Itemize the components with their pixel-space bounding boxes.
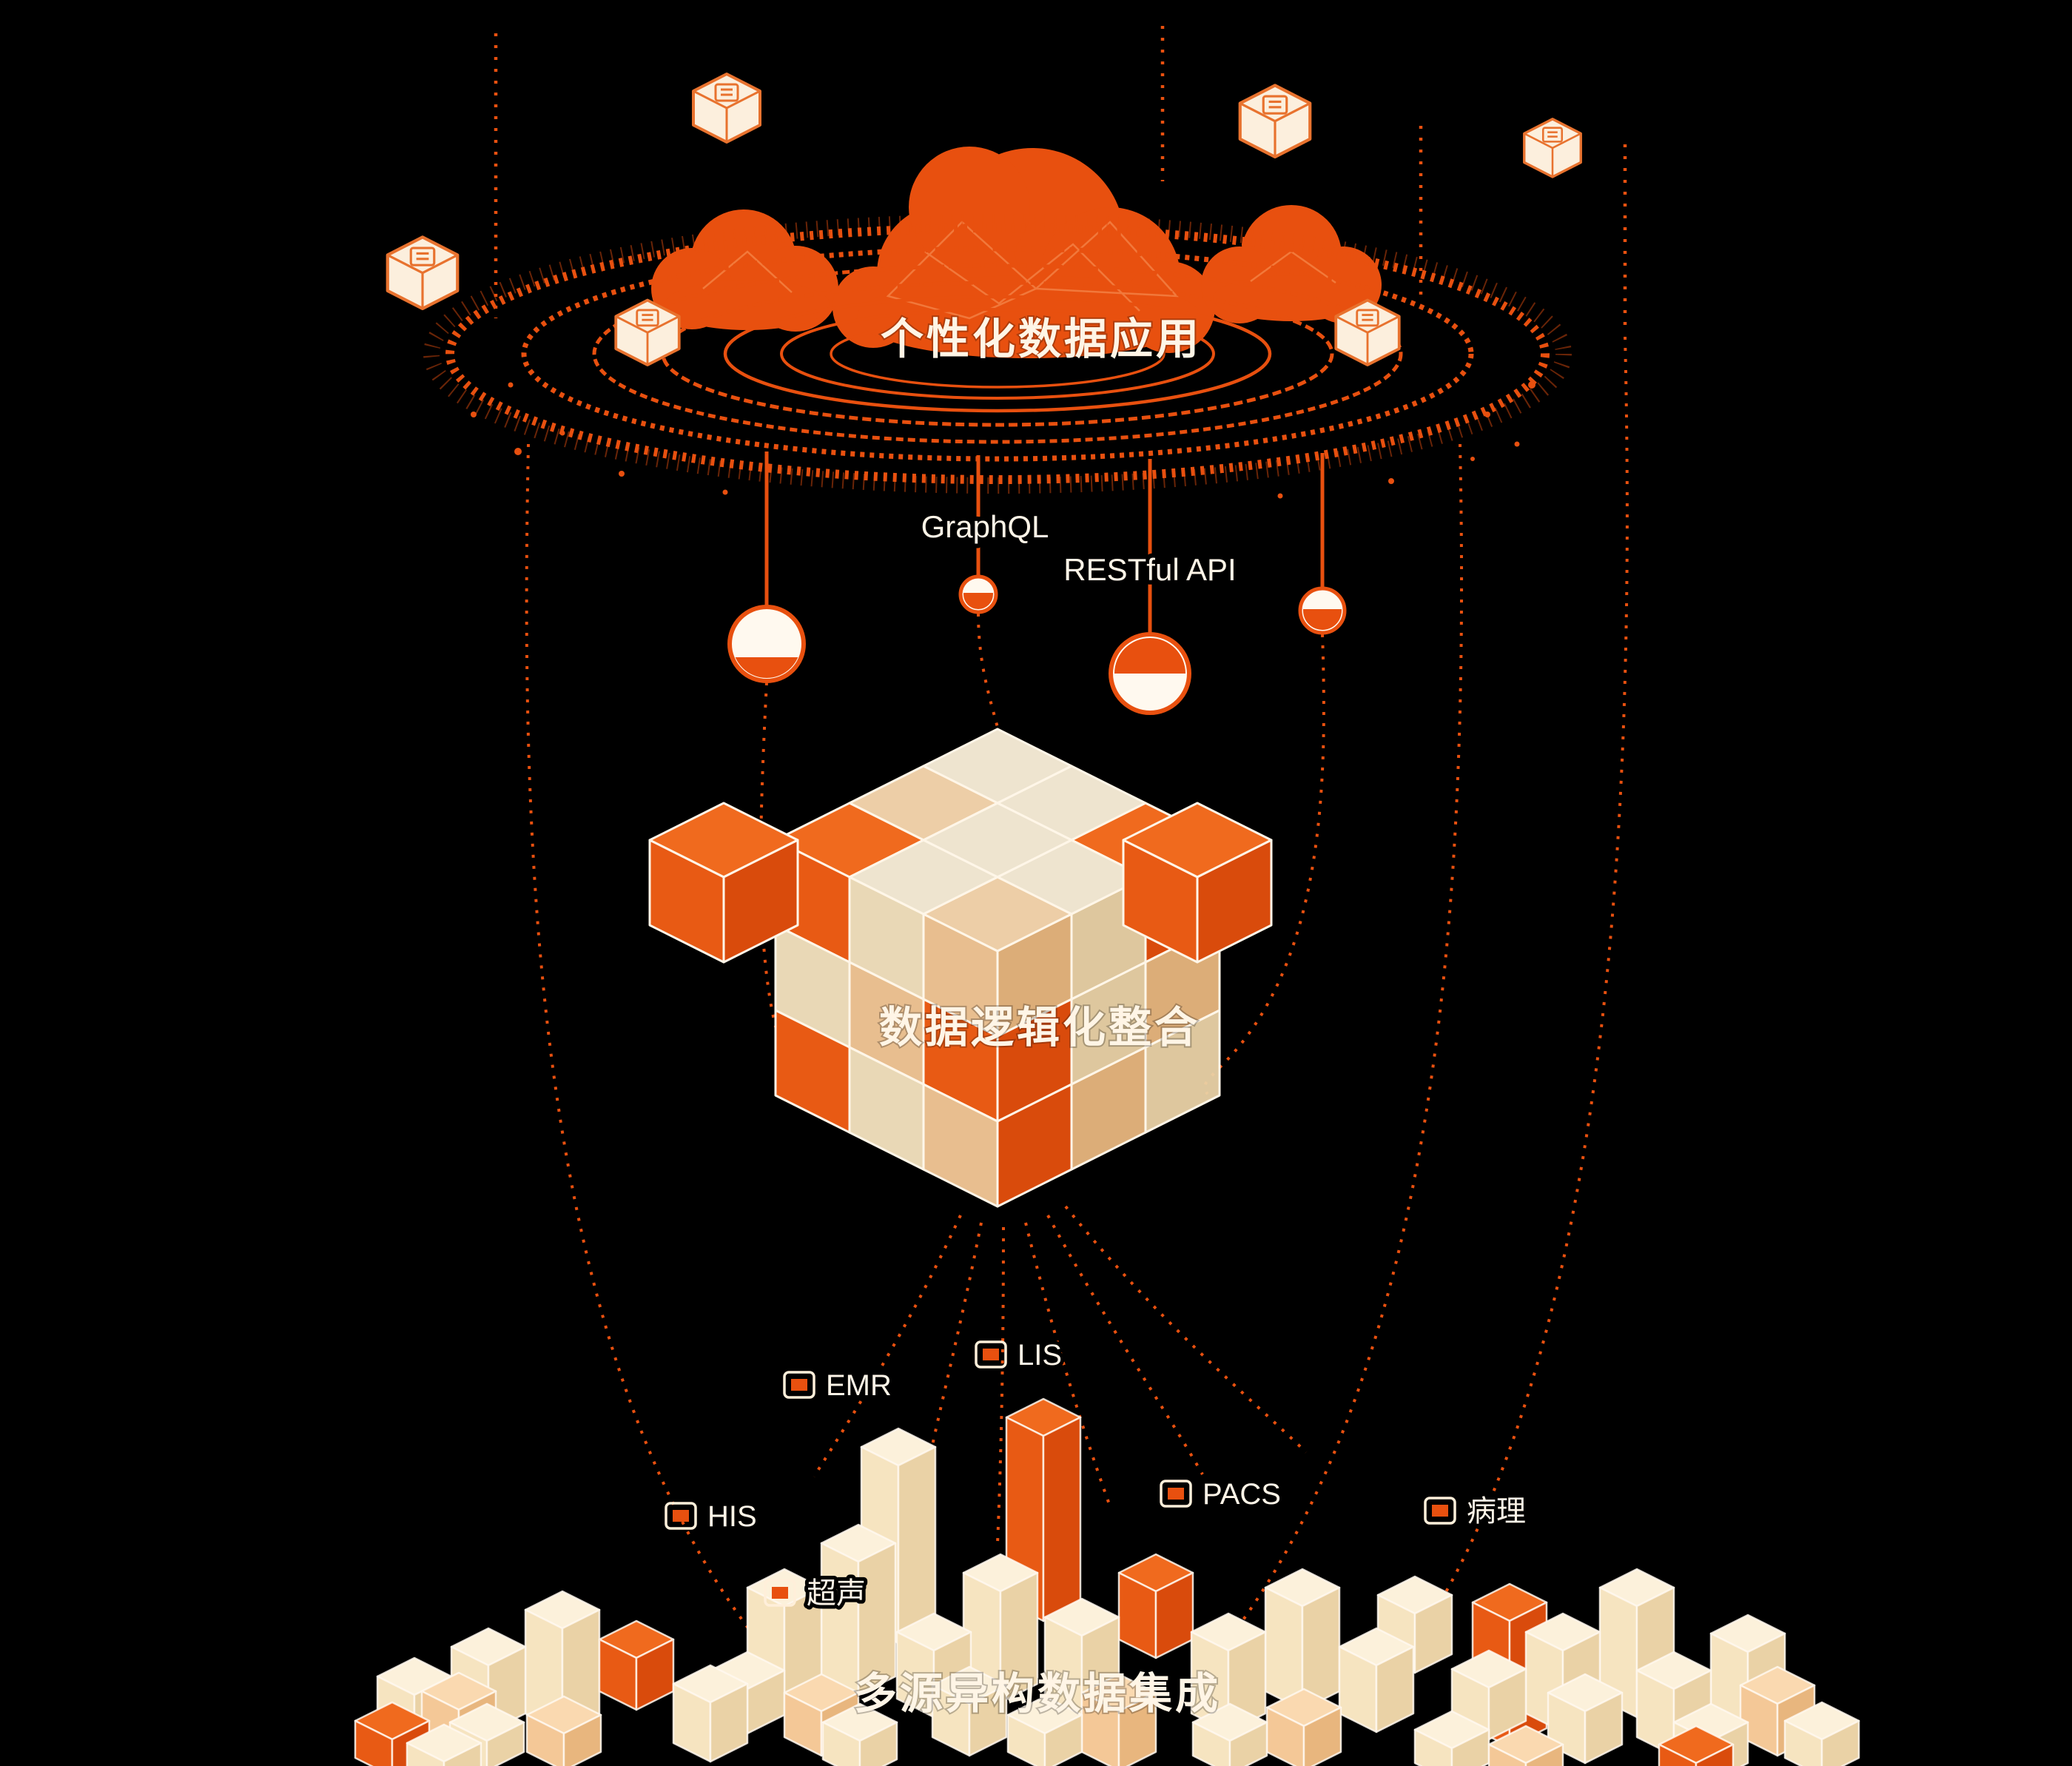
top-dotted-lines — [494, 26, 1627, 329]
tag-pacs: PACS — [1160, 1474, 1285, 1514]
city-bar — [1783, 1701, 1860, 1766]
isometric-cube-icon — [388, 237, 458, 309]
top-title: 个性化数据应用 — [881, 315, 1202, 363]
isometric-cube-icon — [1240, 85, 1311, 157]
window-chip-icon — [783, 1371, 815, 1399]
tag-lis: LIS — [975, 1335, 1066, 1375]
dashed-connectors — [525, 336, 1629, 1656]
city-bar — [1265, 1688, 1342, 1766]
isometric-cube-icon — [1523, 118, 1582, 178]
city-bar — [1080, 1673, 1157, 1766]
city-bar — [406, 1723, 482, 1766]
tag-label: LIS — [1018, 1339, 1062, 1371]
api-node-sphere-icon — [958, 574, 998, 614]
city-bar — [821, 1702, 898, 1766]
api-pendants — [727, 451, 1347, 715]
data-cube — [648, 728, 1273, 1208]
city-bar — [1658, 1725, 1735, 1766]
orbit-rings — [423, 214, 1572, 494]
city-bar — [1487, 1725, 1564, 1766]
city-bar — [962, 1553, 1039, 1704]
city — [354, 1397, 1860, 1766]
city-bar — [1006, 1695, 1083, 1766]
graphql-label: GraphQL — [921, 509, 1049, 544]
data-cube-exploded-cube — [648, 802, 799, 964]
tag-label: HIS — [707, 1500, 757, 1533]
window-chip-icon — [665, 1502, 697, 1530]
city-bar — [931, 1665, 1008, 1757]
window-chip-icon — [1160, 1480, 1192, 1508]
city-bar — [525, 1695, 602, 1766]
isometric-cube-icon — [692, 73, 761, 144]
data-cube-left-face — [774, 839, 999, 1208]
cloud-icon — [1201, 205, 1382, 323]
window-chip-icon — [975, 1340, 1007, 1369]
city-bar — [598, 1619, 675, 1711]
city-bar — [1191, 1702, 1268, 1766]
bottom-title: 多源异构数据集成 — [854, 1670, 1221, 1718]
tag-emr: EMR — [783, 1366, 895, 1406]
city-bar — [1117, 1553, 1194, 1659]
city-bar — [820, 1523, 897, 1696]
tag-his: HIS — [665, 1497, 761, 1537]
tag-label: 超声 — [807, 1577, 866, 1610]
source-tags: LIS EMR HIS PACS 病理 超声 — [665, 1335, 1530, 1614]
middle-title: 数据逻辑化整合 — [879, 1004, 1200, 1052]
ring-speckles — [471, 381, 1536, 499]
api-node-sphere-icon — [727, 605, 806, 683]
tag-ultrasound: 超声 — [764, 1574, 870, 1614]
tag-label: PACS — [1202, 1478, 1281, 1511]
window-chip-icon — [764, 1579, 796, 1607]
data-cube-exploded-cube — [1122, 802, 1273, 964]
tag-label: EMR — [826, 1369, 892, 1402]
api-node-sphere-icon — [1109, 632, 1191, 715]
city-bar — [1264, 1568, 1341, 1711]
restful-api-label: RESTful API — [1063, 552, 1236, 587]
city-bar — [1338, 1627, 1415, 1733]
window-chip-icon — [1424, 1497, 1456, 1525]
tag-pathology: 病理 — [1424, 1491, 1530, 1531]
tag-label: 病理 — [1467, 1495, 1526, 1528]
city-bar — [672, 1664, 749, 1763]
api-node-sphere-icon — [1298, 586, 1347, 635]
